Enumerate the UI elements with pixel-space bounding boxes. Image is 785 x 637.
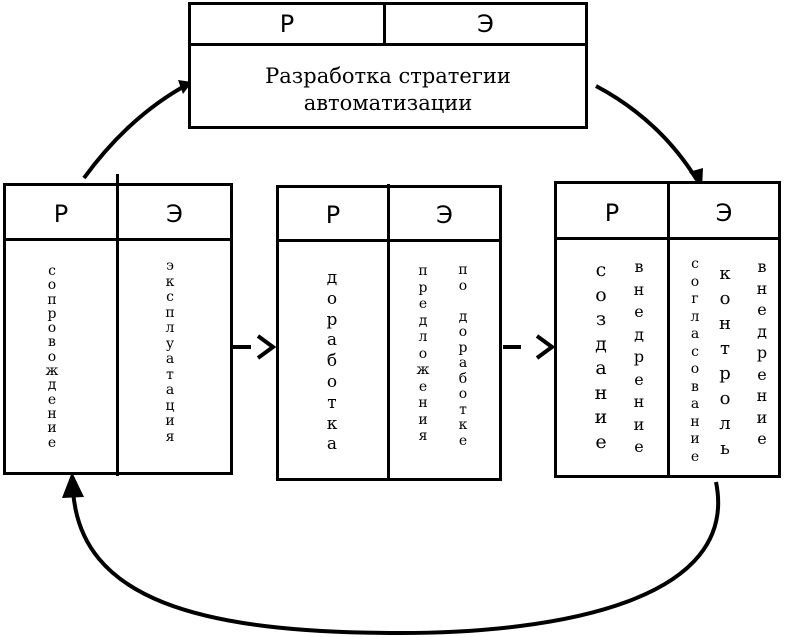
left-box-header-e: Э	[166, 200, 183, 228]
arrow-left-to-top	[82, 81, 191, 180]
middle-box-divider	[387, 184, 390, 478]
right-box-header-line	[557, 237, 778, 240]
middle-box-header-r: Р	[325, 201, 341, 229]
arrow-right-to-left-loop	[71, 481, 721, 636]
left-box-divider	[116, 174, 119, 476]
arrow-left-to-middle	[233, 334, 277, 360]
top-box-title-line1: Разработка стратегии	[265, 64, 511, 88]
top-box-header-r: Р	[279, 10, 295, 38]
top-box-header-line	[191, 43, 585, 46]
right-box-header-r: Р	[604, 199, 620, 227]
top-box-header-e: Э	[477, 10, 494, 38]
right-box-divider	[667, 184, 670, 475]
arrow-middle-to-right	[503, 334, 556, 360]
middle-box-header-e: Э	[436, 201, 453, 229]
top-box-divider	[383, 5, 386, 45]
arrow-top-to-right	[595, 84, 699, 182]
right-box-header-e: Э	[715, 199, 733, 227]
top-box-title-line2: автоматизации	[303, 91, 473, 115]
left-box-header-r: Р	[53, 200, 69, 228]
left-box-header-line	[6, 238, 230, 241]
top-box-strategy: Р Э Разработка стратегии автоматизации	[188, 2, 588, 129]
middle-box-header-line	[279, 239, 499, 242]
